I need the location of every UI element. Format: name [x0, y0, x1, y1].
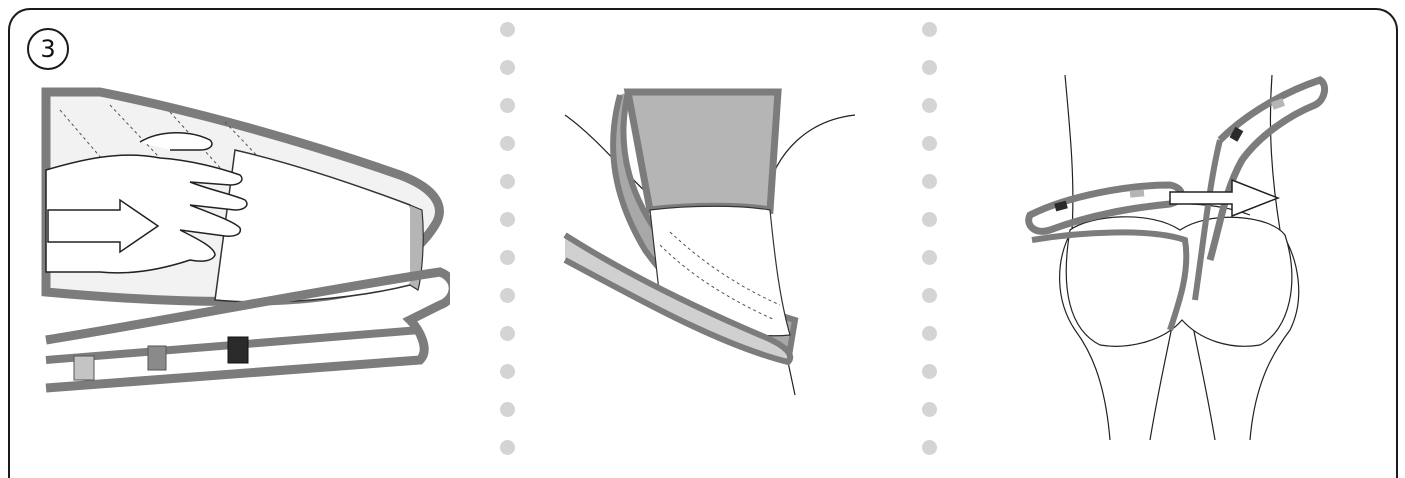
strap-loop-dark: [228, 337, 248, 363]
illustration-hand-in-pocket: [40, 0, 450, 400]
back-panel: [628, 92, 778, 210]
strap-loop-light: [74, 356, 94, 380]
marker-light-left: [1130, 189, 1145, 197]
divider-dots-2: [922, 22, 936, 478]
illustration-strap-positioning: [560, 0, 860, 400]
illustration-leg-straps: [1010, 0, 1330, 450]
strap-loop-mid: [148, 346, 166, 370]
divider-dots-1: [500, 22, 514, 478]
